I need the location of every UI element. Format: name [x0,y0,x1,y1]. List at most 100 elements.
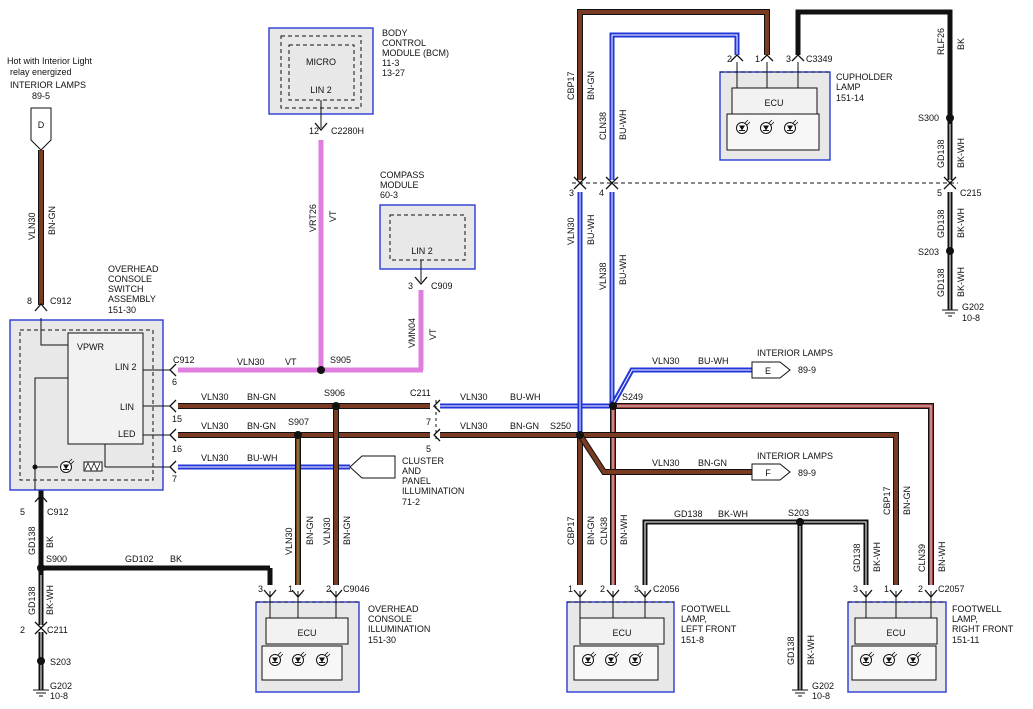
footwell-right-cbp17-label: CBP17 [882,486,892,515]
upper-wires-gd138c-label: GD138 [936,268,946,297]
bcm-ref2-label: 13-27 [382,68,405,78]
wires-vmn04-label: VMN04 [407,318,417,348]
upper-wires-bk-label: BK [956,38,966,50]
compass-ref-label: 60-3 [380,190,398,200]
upper-wires-c215-pin3-label: 3 [569,188,574,198]
upper-wires-bkwhb-label: BK-WH [956,208,966,238]
wires-lin-color-label: BN-GN [247,392,276,402]
wires-bk-label: BK [45,536,55,548]
lower-mid-g202-ref-label: 10-8 [812,691,830,701]
ocsa-title3-label: SWITCH [108,284,144,294]
cupholder-pin3-label: 3 [786,54,791,64]
oci-pin3-label: 3 [258,584,263,594]
interior-e-ref-label: 89-9 [798,365,816,375]
bcm-title2-label: CONTROL [382,38,426,48]
wires-lin-circuit-label: VLN30 [201,392,229,402]
lower-mid-bngn-label: BN-GN [586,516,596,545]
overhead-console-illumination: ECU [255,591,360,693]
footwell-right-pin3-label: 3 [853,584,858,594]
footwell-lamp-right-front: ECU [847,591,947,693]
cupholder-title2-label: LAMP [836,82,861,92]
footwell-right-gd138-label: GD138 [852,543,862,572]
interior-f-circuit-label: VLN30 [652,458,680,468]
bcm-connector-label: C2280H [331,126,364,136]
ocsa-led-label: LED [118,429,136,439]
upper-wires-s203-label: S203 [918,247,939,257]
source-line2: relay energized [10,67,72,77]
footwell-lamp-left-front: ECU [566,591,675,693]
footwell-left-ref-label: 151-8 [681,635,704,645]
ocsa-pin-top-label: 8 [27,296,32,306]
wires-gd138b-label: GD138 [27,586,37,615]
cupholder-title1-label: CUPHOLDER [836,72,893,82]
compass-module: LIN 2 [379,204,476,285]
footwell-right-bngn-label: BN-GN [902,486,912,515]
footwell-left-pin3-label: 3 [634,584,639,594]
ocsa-connector-top-label: C912 [50,296,72,306]
footwell-right-pin2-label: 2 [918,584,923,594]
upper-wires-cbp17-label: CBP17 [566,71,576,100]
upper-wires-cln38-label: CLN38 [598,112,608,140]
lower-mid-cln38-label: CLN38 [599,517,609,545]
upper-wires-g202-ref-label: 10-8 [962,313,980,323]
compass-title2-label: MODULE [380,180,419,190]
wires-c211-pin7-label: 7 [426,417,431,427]
interior-e-letter-label: E [765,366,771,376]
ocsa-connector-bottom-label: C912 [47,507,69,517]
cupholder-ecu-label: ECU [764,98,783,108]
upper-wires-c215-label: C215 [960,188,982,198]
upper-wires-s300-label: S300 [918,113,939,123]
upper-wires-vln38-label: VLN38 [598,262,608,290]
wires-lin-right-color-label: BU-WH [510,392,541,402]
wires-s203-label: S203 [50,657,71,667]
upper-wires-gd138b-label: GD138 [936,209,946,238]
bcm-title3-label: MODULE (BCM) [382,48,449,58]
cupholder-pin1-label: 1 [755,54,760,64]
oci-title1-label: OVERHEAD [368,604,419,614]
cluster-title2-label: AND [402,466,422,476]
upper-wires-buwh3-label: BU-WH [618,255,628,286]
lower-mid-gd138-label: GD138 [674,509,703,519]
wires-led-color-label: BN-GN [247,421,276,431]
cluster-title3-label: PANEL [402,476,431,486]
ocsa-pin15-label: 15 [172,414,182,424]
footwell-left-title3-label: LEFT FRONT [681,624,737,634]
upper-wires-c215-pin4-label: 4 [599,188,604,198]
footwell-right-title1-label: FOOTWELL [952,604,1002,614]
wires-gd102-label: GD102 [125,554,154,564]
footwell-right-cln39-label: CLN39 [917,544,927,572]
ocsa-ref-label: 151-30 [108,305,136,315]
oci-title3-label: ILLUMINATION [368,624,430,634]
oci-ref-label: 151-30 [368,635,396,645]
oci-connector-label: C9046 [343,584,370,594]
footwell-right-title3-label: RIGHT FRONT [952,624,1014,634]
lower-mid-bkwh-label: BK-WH [718,509,748,519]
source-line1: Hot with Interior Light [7,56,93,66]
wires-s250-label: S250 [550,421,571,431]
interior-e-title-label: INTERIOR LAMPS [757,348,833,358]
wires-c211-pin5-label: 5 [426,444,431,454]
cupholder-lamp: ECU [719,62,831,161]
cluster-ref-label: 71-2 [402,497,420,507]
ocsa-vpwr-label: VPWR [77,342,105,352]
footwell-left-connector-label: C2056 [653,584,680,594]
footwell-right-ecu-label: ECU [886,628,905,638]
upper-wires-buwh-label: BU-WH [618,110,628,141]
wires-lin2-circuit-label: VLN30 [237,357,265,367]
upper-wires-gd138a-label: GD138 [936,139,946,168]
source-line3: INTERIOR LAMPS [10,80,86,90]
oci-ecu-label: ECU [297,628,316,638]
footwell-left-ecu-label: ECU [612,628,631,638]
lower-mid-gd138v-label: GD138 [786,636,796,665]
upper-wires-bkwhc-label: BK-WH [956,267,966,297]
upper-wires-rlf26-label: RLF26 [936,28,946,55]
oci-w2-color-label: BN-GN [342,516,352,545]
wires-c211-label: C211 [410,388,431,398]
wires-bk2-label: BK [170,554,182,564]
wires-s907-label: S907 [288,417,309,427]
upper-wires-g202-label: G202 [962,302,984,312]
cupholder-ref-label: 151-14 [836,93,864,103]
interior-e-color-label: BU-WH [698,356,729,366]
wires-s906-label: S906 [324,388,345,398]
